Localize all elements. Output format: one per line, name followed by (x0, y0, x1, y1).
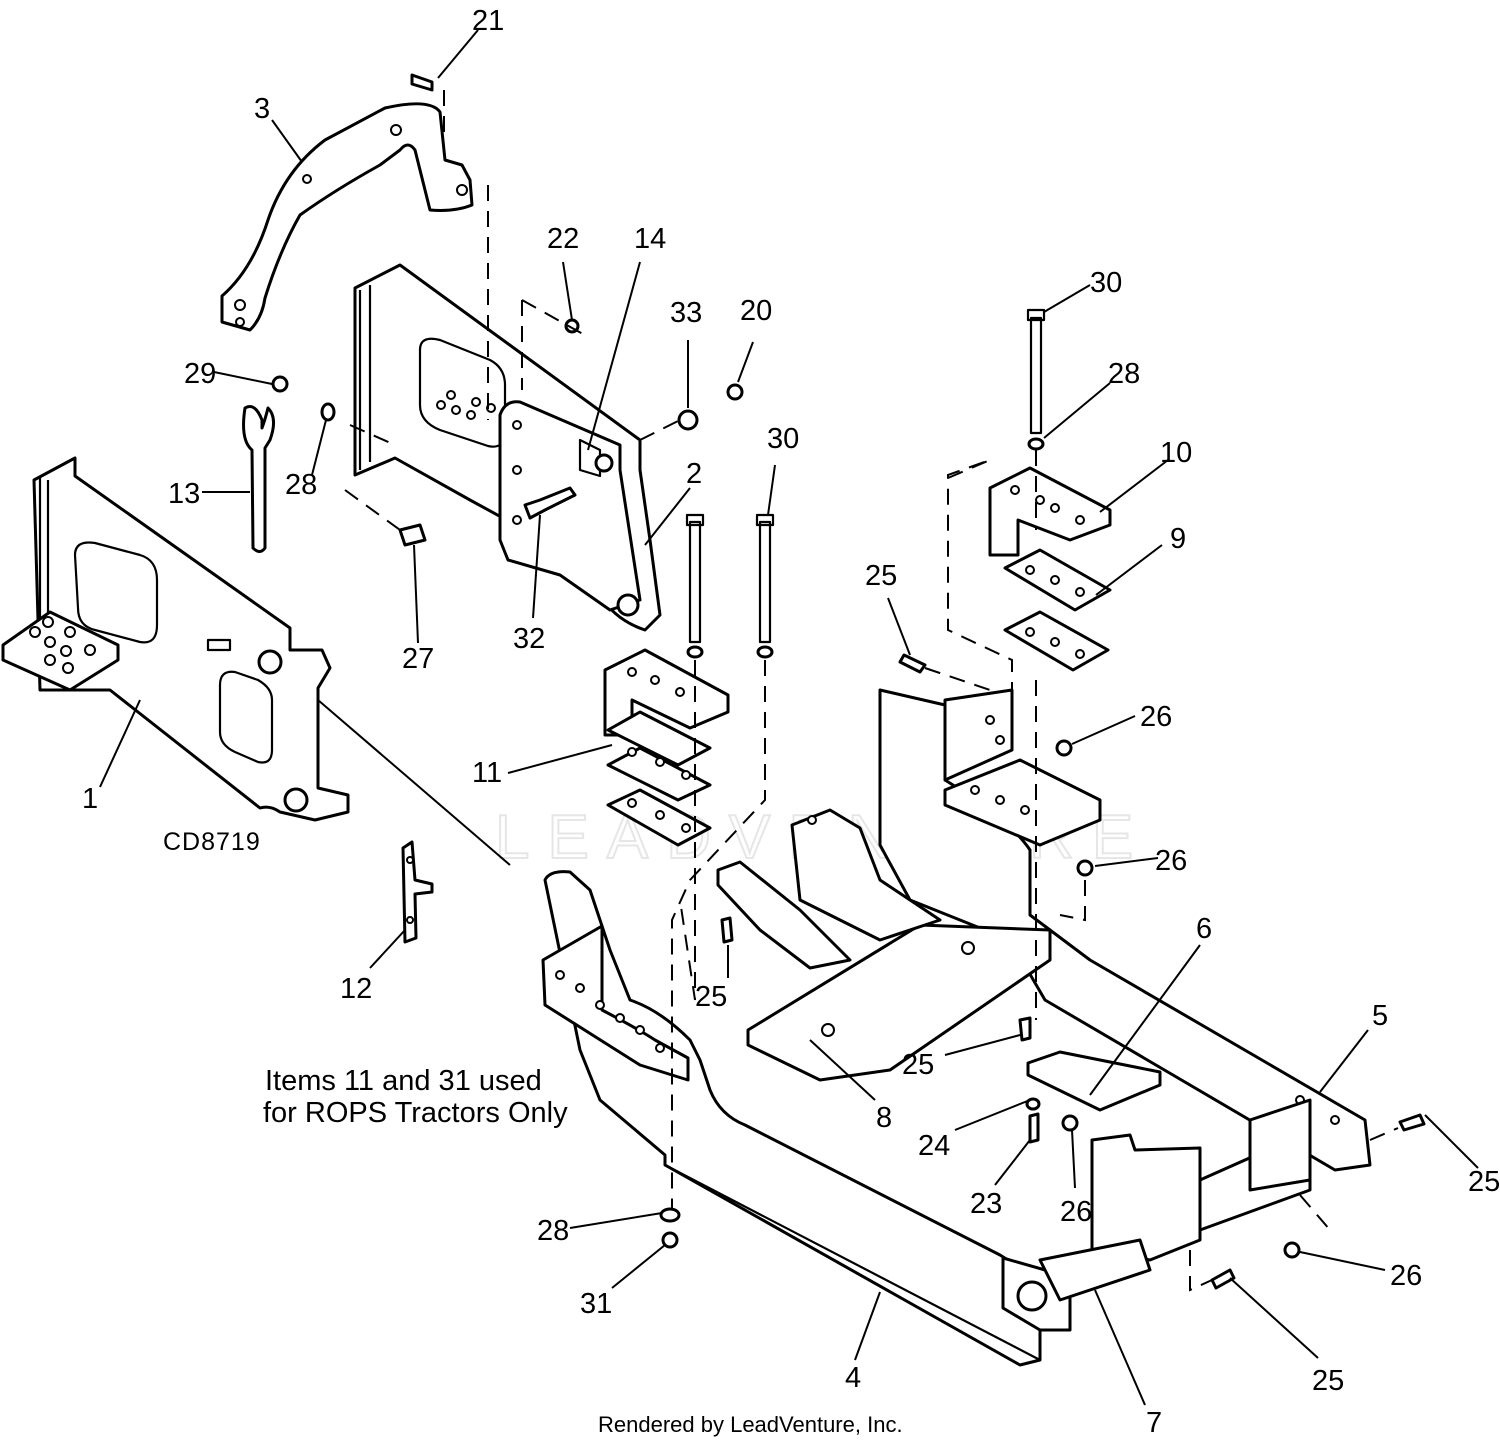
callout-28-b: 28 (1108, 358, 1140, 390)
callout-2: 2 (686, 458, 702, 490)
callout-25-e: 25 (1312, 1365, 1344, 1397)
rops-note-line-2: for ROPS Tractors Only (263, 1097, 568, 1129)
callout-26-b: 26 (1155, 845, 1187, 877)
callout-29: 29 (184, 358, 216, 390)
callout-26-a: 26 (1140, 701, 1172, 733)
small-hardware (271, 73, 1426, 1290)
callout-3: 3 (254, 93, 270, 125)
part-2-mount-plate (353, 263, 662, 632)
callout-7: 7 (1146, 1407, 1162, 1439)
callout-10: 10 (1160, 437, 1192, 469)
callout-25-b: 25 (695, 981, 727, 1013)
callout-31: 31 (580, 1288, 612, 1320)
part-1-mount-plate (1, 456, 350, 822)
callout-20: 20 (740, 295, 772, 327)
part-30-bolts (685, 308, 1046, 659)
part-8-cross-member (716, 808, 1052, 1082)
callout-4: 4 (845, 1362, 861, 1394)
part-12-bracket (401, 840, 434, 944)
part-5-frame-rail (878, 688, 1372, 1172)
callout-27: 27 (402, 643, 434, 675)
callout-25-d: 25 (1468, 1166, 1500, 1198)
callout-14: 14 (634, 223, 666, 255)
part-13-wrench (242, 405, 275, 553)
callout-32: 32 (513, 623, 545, 655)
callout-28-a: 28 (285, 469, 317, 501)
callout-24: 24 (918, 1130, 950, 1162)
callout-33: 33 (670, 297, 702, 329)
callout-5: 5 (1372, 1000, 1388, 1032)
leader-lines (99, 29, 1479, 1406)
reference-code: CD8719 (163, 828, 261, 856)
callout-8: 8 (876, 1102, 892, 1134)
callout-21: 21 (472, 5, 504, 37)
credit-line: Rendered by LeadVenture, Inc. (598, 1412, 903, 1437)
part-9-spacer (1003, 548, 1112, 672)
part-11-spacer-stack (603, 648, 730, 847)
part-6-plate (1026, 1050, 1162, 1112)
callout-22: 22 (547, 223, 579, 255)
part-10-bracket (988, 466, 1112, 557)
callout-23: 23 (970, 1188, 1002, 1220)
rops-note-line-1: Items 11 and 31 used (265, 1065, 542, 1097)
callout-12: 12 (340, 973, 372, 1005)
callout-25-c: 25 (902, 1049, 934, 1081)
part-3-bracket (220, 102, 474, 332)
callout-30-a: 30 (767, 423, 799, 455)
callout-9: 9 (1170, 523, 1186, 555)
callout-25-a: 25 (865, 560, 897, 592)
callout-6: 6 (1196, 913, 1212, 945)
part-7-axle-support (1038, 1098, 1312, 1302)
alignment-lines (344, 90, 1399, 1292)
callout-labels: 1 2 3 4 5 6 7 8 9 10 11 12 13 14 20 21 2… (82, 5, 1500, 1439)
callout-28-c: 28 (537, 1215, 569, 1247)
callout-1: 1 (82, 783, 98, 815)
part-4-main-frame (541, 870, 1072, 1367)
callout-13: 13 (168, 478, 200, 510)
callout-30-b: 30 (1090, 267, 1122, 299)
callout-26-c: 26 (1060, 1196, 1092, 1228)
callout-26-d: 26 (1390, 1260, 1422, 1292)
callout-11: 11 (472, 757, 502, 789)
